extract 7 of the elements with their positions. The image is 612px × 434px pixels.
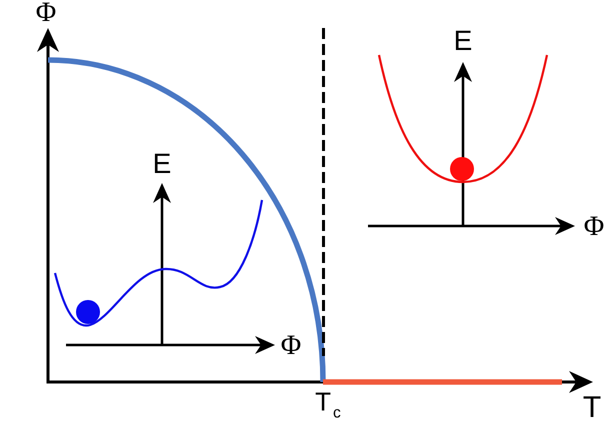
axis-label: Φ — [36, 0, 56, 27]
axis-label: Φ — [584, 213, 604, 241]
axis-label: T$_{c}$ — [315, 388, 341, 422]
axis-label: E — [454, 27, 472, 55]
axis-label: T — [582, 393, 602, 423]
axis-label: Φ — [280, 332, 302, 360]
axis-label: E — [152, 150, 172, 178]
